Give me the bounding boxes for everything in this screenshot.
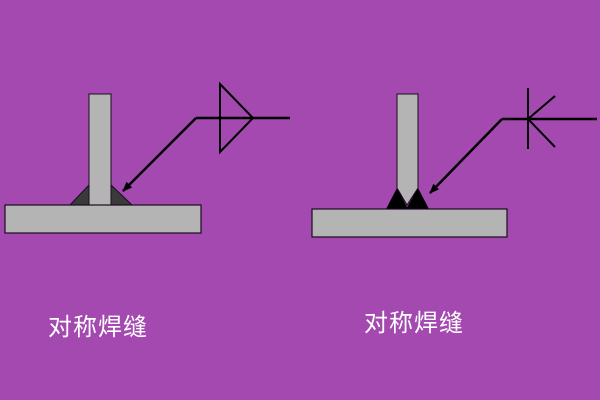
right-weld-left bbox=[386, 188, 408, 209]
left-leader-arrow bbox=[122, 117, 197, 192]
k-groove-weld-symbol-icon bbox=[527, 88, 556, 149]
right-caption: 对称焊缝 bbox=[364, 309, 464, 337]
left-caption: 对称焊缝 bbox=[48, 313, 148, 341]
right-base-plate bbox=[311, 208, 508, 238]
left-tjoint-figure bbox=[4, 81, 290, 234]
right-tjoint-figure bbox=[311, 88, 597, 238]
right-weld-right bbox=[406, 188, 429, 209]
left-vertical-plate bbox=[88, 93, 112, 206]
right-leader-arrow bbox=[429, 118, 503, 194]
left-fillet-weld-right bbox=[110, 183, 134, 206]
left-base-plate bbox=[4, 204, 202, 234]
left-fillet-weld-left bbox=[68, 183, 90, 206]
fillet-weld-symbol-icon bbox=[219, 81, 255, 155]
right-vertical-plate bbox=[396, 93, 419, 206]
